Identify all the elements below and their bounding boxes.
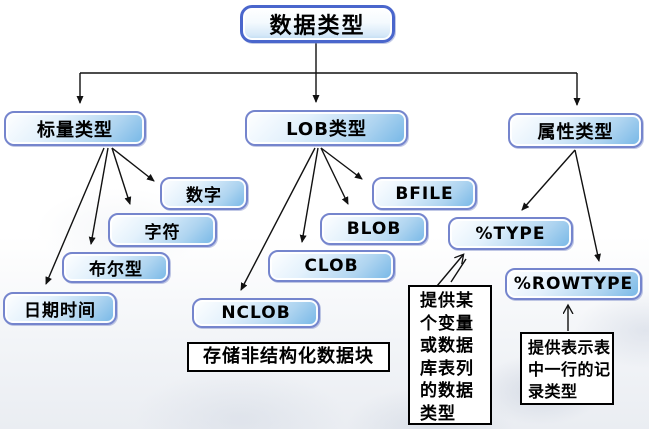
node-bfile: BFILE (372, 177, 477, 210)
node-blob: BLOB (320, 213, 428, 245)
edge-scalar-char (111, 147, 132, 205)
edge-typenote-type (436, 255, 463, 287)
note-type-description: 提供某个变量或数据库表列的数据类型 (408, 285, 492, 425)
node-clob: CLOB (268, 250, 395, 282)
node-number: 数字 (160, 177, 248, 210)
node-percent-rowtype: %ROWTYPE (505, 268, 642, 300)
edge-attr-type (521, 149, 576, 211)
edge-lob-nclob (240, 147, 316, 291)
edge-lob-blob (320, 147, 349, 205)
note-rowtype-description: 提供表示表中一行的记录类型 (520, 332, 614, 405)
node-attribute-type: 属性类型 (508, 113, 643, 148)
node-percent-type: %TYPE (448, 217, 573, 250)
edge-typenote-type-2 (450, 258, 467, 283)
edge-attr-rowtype (574, 149, 601, 262)
node-nclob: NCLOB (192, 298, 320, 328)
node-boolean: 布尔型 (62, 252, 170, 283)
node-scalar-type: 标量类型 (4, 111, 146, 146)
node-datetime: 日期时间 (3, 292, 117, 325)
edge-lob-clob (299, 147, 319, 243)
node-lob-type: LOB类型 (245, 110, 408, 146)
edge-scalar-boolean (88, 147, 109, 245)
node-character: 字符 (108, 213, 217, 247)
edge-scalar-number (111, 147, 155, 182)
edge-lob-bfile (320, 147, 363, 180)
edge-scalar-datetime (45, 147, 105, 285)
node-data-type: 数据类型 (240, 5, 395, 43)
note-nclob-description: 存储非结构化数据块 (187, 342, 390, 372)
